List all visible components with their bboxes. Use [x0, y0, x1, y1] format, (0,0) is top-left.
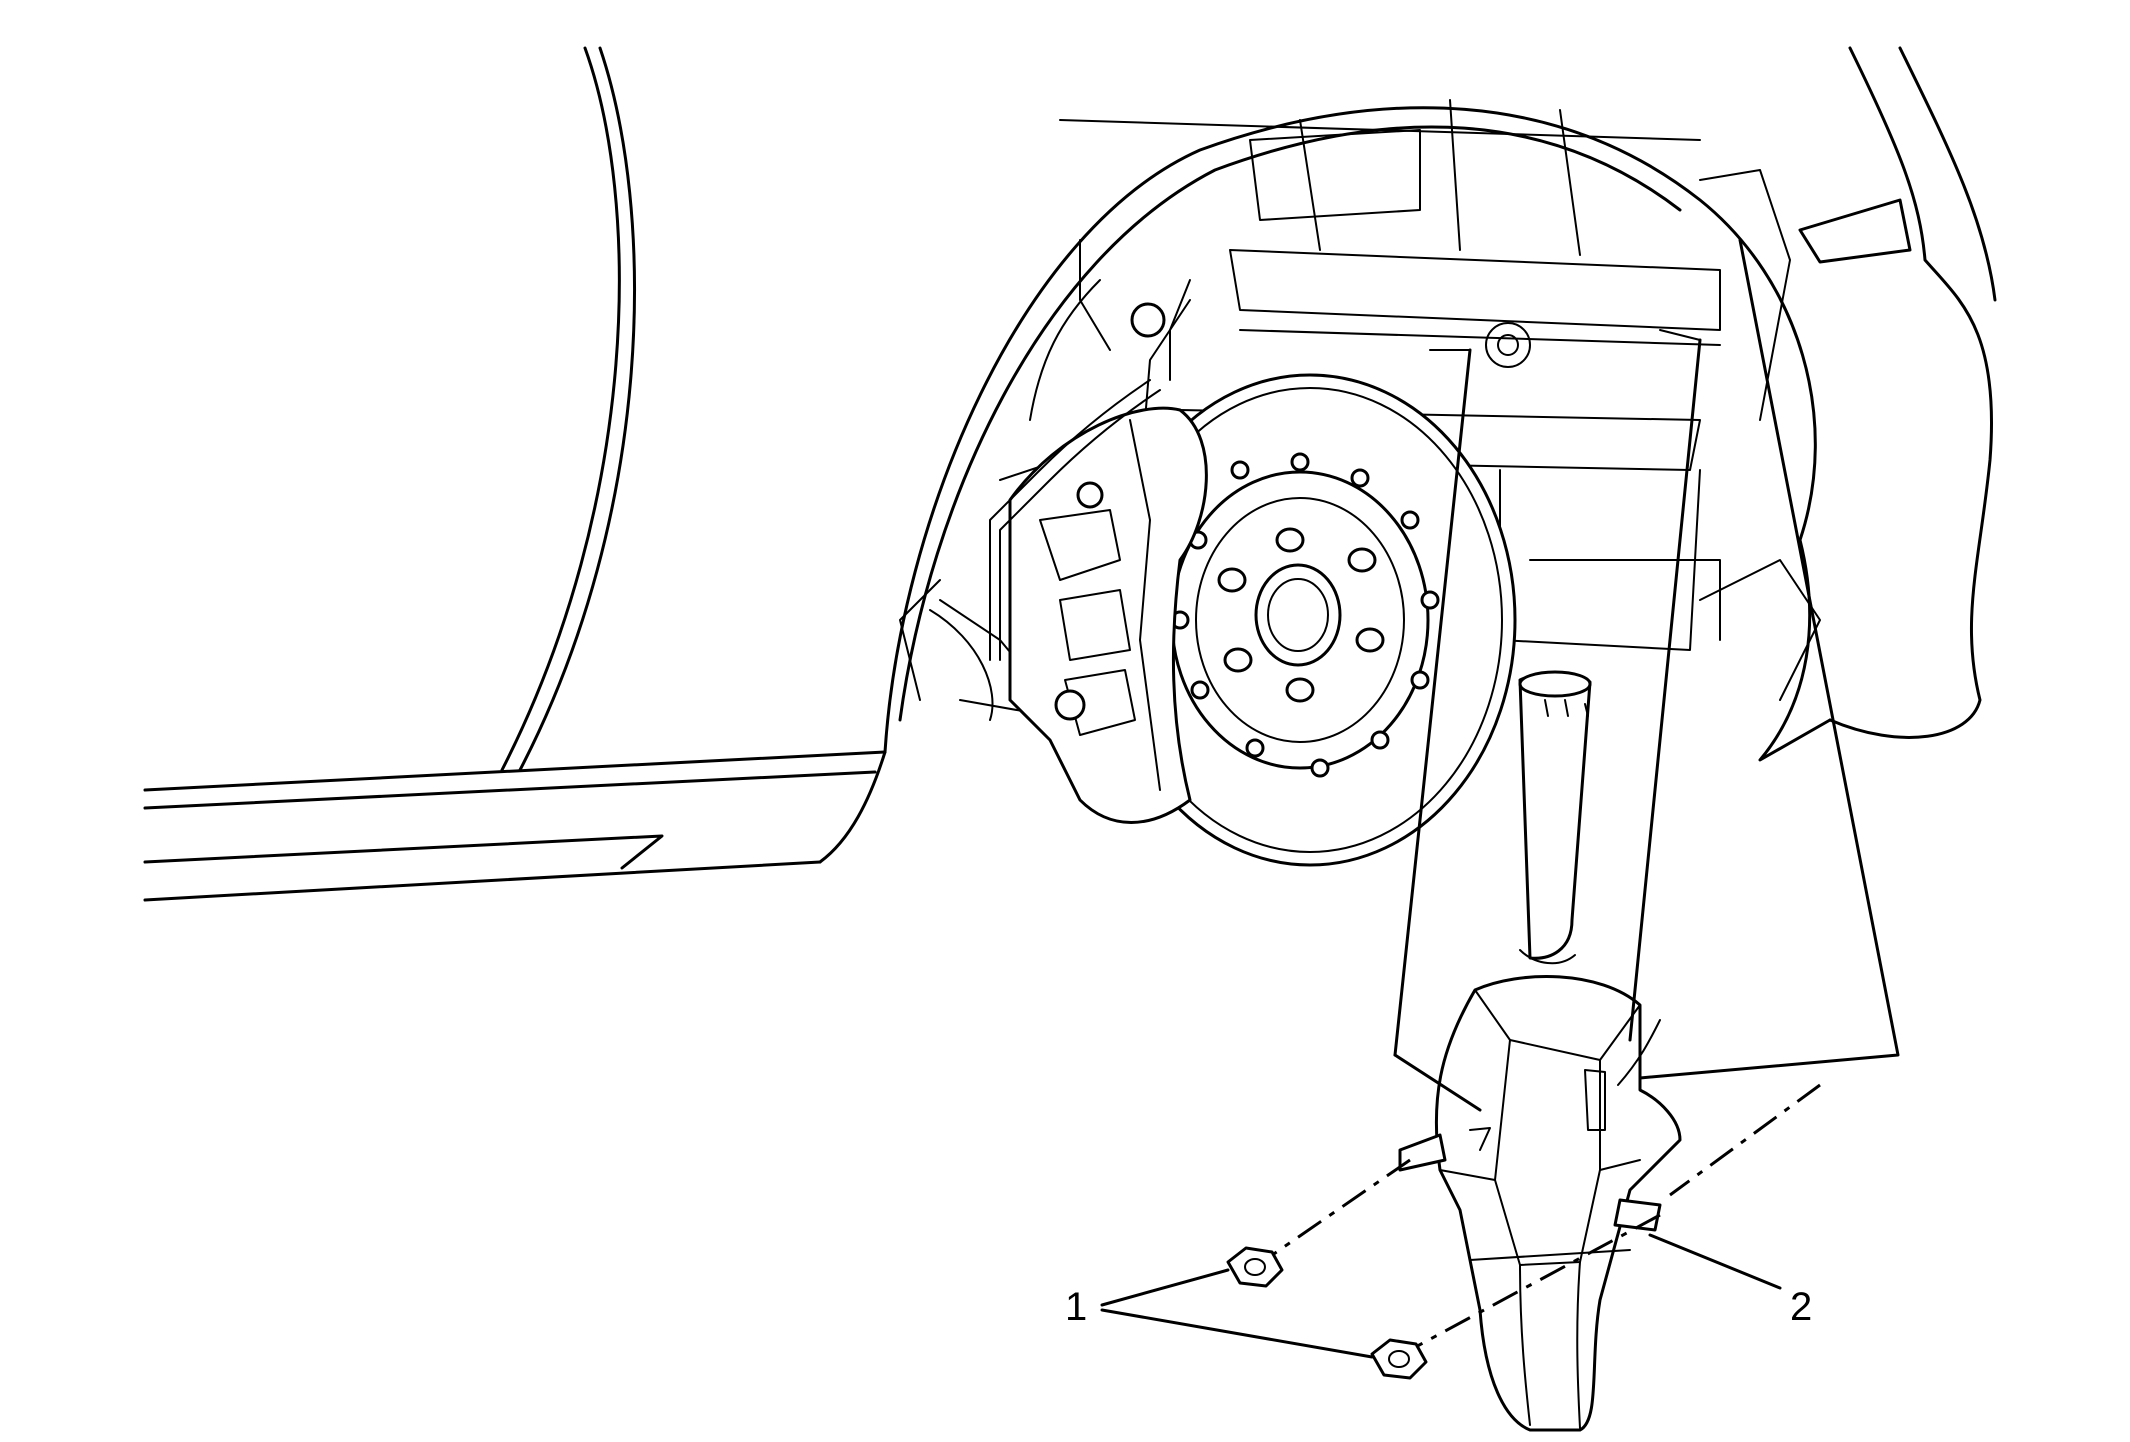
brake-lines [899, 239, 1191, 721]
callout-1-label: 1 [1065, 1285, 1087, 1329]
wheel-opening-arch [883, 106, 1817, 754]
rocker-panel-top [143, 750, 887, 792]
callout-2: 2 [1648, 1233, 1812, 1329]
nut-lower [1370, 1338, 1428, 1380]
exploded-view-lines [1393, 238, 1900, 1112]
fascia-inner [1898, 46, 1997, 302]
nut-upper [1226, 1246, 1284, 1288]
lug-studs [1217, 527, 1385, 703]
front-door-edge [500, 46, 621, 772]
rocker-front-edge [818, 750, 887, 864]
callout-1-leader [1100, 1268, 1374, 1359]
rocker-panel-crease [143, 834, 664, 870]
rotor-bolts [1170, 452, 1440, 778]
wheel-opening-inner [898, 125, 1682, 722]
fascia-lower [1758, 538, 1832, 762]
callout-1: 1 [1065, 1268, 1374, 1359]
duct-tube [1518, 671, 1592, 960]
mounting-tab-left [1398, 1133, 1447, 1172]
duct-mount-path [1669, 1083, 1821, 1197]
rocker-panel-line [143, 770, 877, 810]
nut-path-lower [1409, 1213, 1661, 1352]
callout-2-label: 2 [1790, 1285, 1812, 1329]
nut-path-upper [1264, 1158, 1411, 1262]
vehicle-body [143, 46, 1997, 902]
headlamp [1798, 198, 1912, 264]
front-fascia [1828, 46, 1994, 739]
door-edge-inner [518, 46, 637, 772]
callout-2-leader [1648, 1233, 1782, 1290]
rocker-panel-bottom [143, 860, 822, 902]
nuts [1226, 1083, 1821, 1380]
brake-caliper [1008, 406, 1208, 824]
air-duct-assembly [1398, 670, 1682, 1432]
